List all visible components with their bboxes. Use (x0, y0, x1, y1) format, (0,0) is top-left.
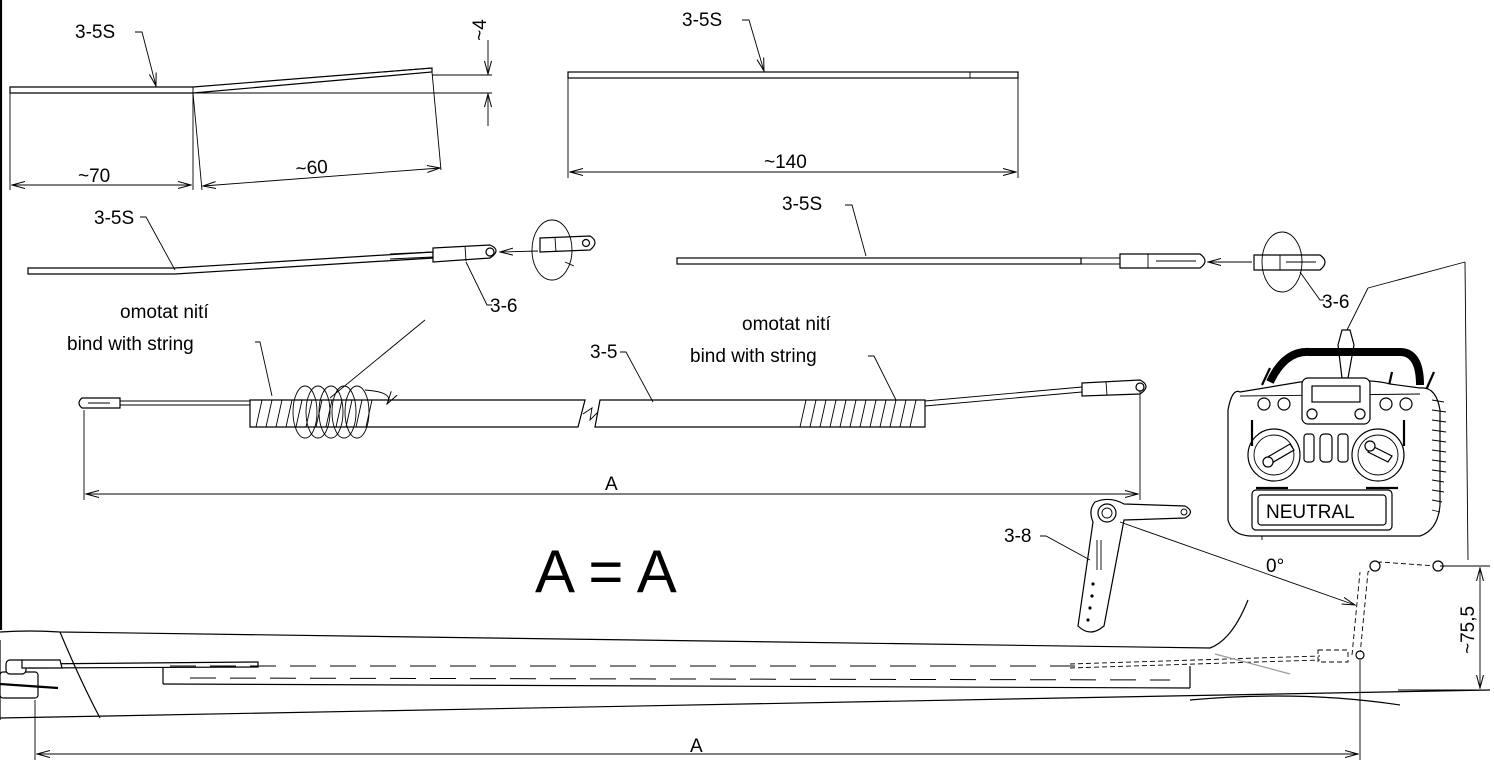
label-rod-4: 3-5S (782, 194, 822, 215)
label-rod-plain: 3-5 (590, 342, 617, 363)
label-bind-en-2: bind with string (690, 346, 817, 367)
label-rod-1: 3-5S (75, 22, 115, 43)
bent-rod-view (9, 31, 492, 191)
dim-a-upper: A (605, 474, 618, 495)
straight-rod-clevis-view (676, 204, 1326, 301)
servo-arm (1040, 498, 1355, 633)
label-rod-2: 3-5S (682, 10, 722, 31)
straight-rod-view (567, 19, 1019, 178)
dim-len-70: ~70 (78, 166, 110, 187)
bound-pushrod-view (78, 319, 1147, 500)
trim-angle-label: 0° (1266, 556, 1284, 577)
dim-offset-4: ~4 (470, 19, 491, 41)
equation-a-equals-a: A = A (535, 538, 677, 605)
label-bind-en-1: bind with string (67, 334, 194, 355)
fuselage-view (0, 261, 1491, 760)
label-rod-3: 3-5S (94, 208, 134, 229)
bent-rod-clevis-view (27, 216, 596, 306)
label-clevis-1: 3-6 (490, 296, 517, 317)
dim-len-140: ~140 (764, 152, 807, 173)
dim-a-lower: A (690, 736, 703, 757)
transmitter (1227, 261, 1466, 540)
dim-height-75: ~75,5 (1458, 606, 1479, 654)
transmitter-screen-text: NEUTRAL (1266, 502, 1355, 523)
label-bind-cz-1: omotat nití (120, 302, 209, 323)
label-clevis-2: 3-6 (1322, 292, 1349, 313)
label-servo-arm: 3-8 (1004, 526, 1031, 547)
label-bind-cz-2: omotat nití (742, 314, 831, 335)
dim-len-60: ~60 (295, 157, 329, 180)
